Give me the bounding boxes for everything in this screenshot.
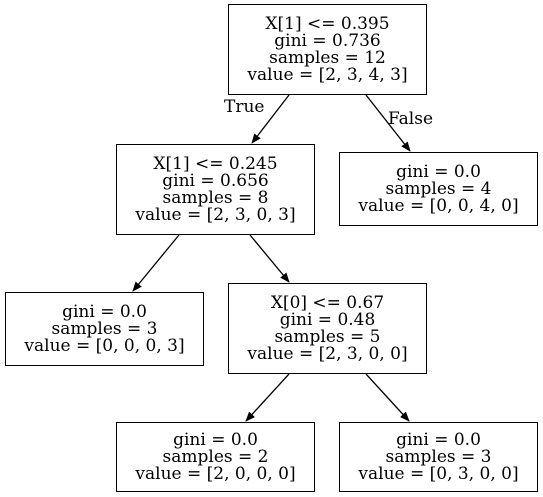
class-values: value = [2, 0, 0, 0] (135, 463, 296, 484)
class-values: value = [0, 0, 0, 3] (24, 335, 185, 356)
tree-node-level1-left: X[1] <= 0.245 gini = 0.656 samples = 8 v… (116, 144, 315, 235)
tree-leaf-level1-right: gini = 0.0 samples = 4 value = [0, 0, 4,… (339, 152, 538, 226)
edge-left-to-leaf (132, 234, 180, 292)
class-values: value = [0, 3, 0, 0] (358, 463, 519, 484)
class-values: value = [2, 3, 0, 0] (247, 343, 408, 364)
split-condition: X[0] <= 0.67 (270, 292, 385, 313)
edge-label-false: False (388, 109, 433, 129)
sample-count: samples = 2 (162, 446, 269, 467)
sample-count: samples = 4 (385, 178, 492, 199)
tree-node-root: X[1] <= 0.395 gini = 0.736 samples = 12 … (228, 4, 427, 95)
edge-root-to-left (251, 94, 290, 144)
sample-count: samples = 3 (385, 446, 492, 467)
edge-split-to-right-leaf (365, 373, 410, 422)
gini-value: gini = 0.0 (62, 301, 147, 322)
sample-count: samples = 12 (269, 47, 386, 68)
edge-label-true: True (224, 97, 265, 117)
edge-left-to-split (249, 234, 290, 283)
tree-leaf-level2-left: gini = 0.0 samples = 3 value = [0, 0, 0,… (5, 292, 204, 366)
sample-count: samples = 5 (274, 326, 381, 347)
sample-count: samples = 8 (162, 187, 269, 208)
tree-node-level2-right: X[0] <= 0.67 gini = 0.48 samples = 5 val… (228, 283, 427, 374)
class-values: value = [2, 3, 4, 3] (247, 64, 408, 85)
edge-root-to-right (365, 94, 411, 152)
gini-value: gini = 0.0 (396, 161, 481, 182)
gini-value: gini = 0.0 (396, 429, 481, 450)
tree-leaf-level3-left: gini = 0.0 samples = 2 value = [2, 0, 0,… (116, 422, 315, 492)
sample-count: samples = 3 (51, 318, 158, 339)
split-condition: X[1] <= 0.395 (265, 13, 390, 34)
class-values: value = [2, 3, 0, 3] (135, 204, 296, 225)
edge-split-to-left-leaf (245, 373, 290, 422)
class-values: value = [0, 0, 4, 0] (358, 195, 519, 216)
gini-value: gini = 0.0 (173, 429, 258, 450)
gini-value: gini = 0.656 (162, 170, 269, 191)
gini-value: gini = 0.736 (274, 30, 381, 51)
split-condition: X[1] <= 0.245 (153, 153, 278, 174)
gini-value: gini = 0.48 (279, 309, 376, 330)
tree-leaf-level3-right: gini = 0.0 samples = 3 value = [0, 3, 0,… (339, 422, 538, 492)
